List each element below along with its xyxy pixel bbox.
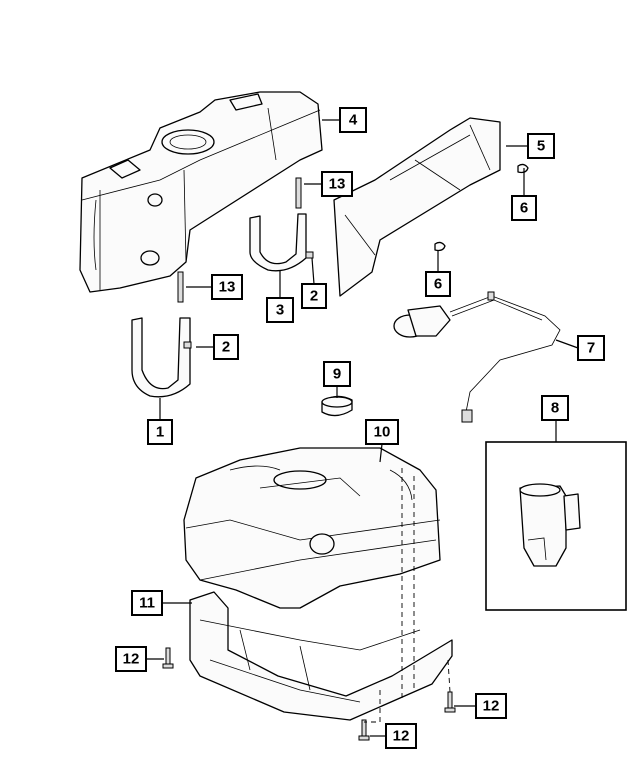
svg-text:5: 5 [537, 138, 545, 155]
callout-2-b: 2 [213, 334, 239, 360]
stud-13-b [177, 271, 184, 303]
upper-fuel-tank [79, 91, 323, 293]
svg-text:2: 2 [310, 288, 318, 305]
clip-6-a [517, 163, 529, 174]
inset-box [485, 441, 627, 611]
callout-5: 5 [527, 133, 555, 159]
fuel-line-assembly [393, 291, 561, 423]
svg-text:6: 6 [434, 276, 442, 293]
svg-text:9: 9 [333, 366, 341, 383]
callout-2-a: 2 [301, 283, 327, 309]
callout-3: 3 [266, 297, 294, 323]
svg-text:4: 4 [349, 112, 358, 129]
callout-4: 4 [339, 107, 367, 133]
fuel-tank-strap-large [131, 317, 191, 398]
bolt-12-c [358, 719, 370, 741]
svg-text:13: 13 [219, 279, 236, 296]
svg-text:10: 10 [374, 424, 391, 441]
callout-6-b: 6 [425, 271, 451, 297]
heat-shield [333, 117, 501, 297]
svg-text:8: 8 [551, 400, 559, 417]
alignment-lines [364, 468, 451, 723]
nut-2-b [183, 341, 192, 349]
callout-13-a: 13 [321, 171, 353, 197]
svg-text:12: 12 [393, 728, 410, 745]
callout-13-b: 13 [211, 274, 243, 300]
leader-lines [146, 119, 579, 737]
stud-13-a [295, 177, 302, 209]
callout-11: 11 [131, 590, 163, 616]
skid-plate [189, 591, 453, 721]
clip-6-b [434, 241, 446, 252]
callout-12-a: 12 [115, 646, 147, 672]
callout-8: 8 [541, 395, 569, 421]
callout-10: 10 [365, 419, 399, 445]
svg-text:12: 12 [123, 651, 140, 668]
svg-text:11: 11 [139, 595, 155, 612]
fuel-tank-strap-small [249, 213, 307, 272]
svg-text:13: 13 [329, 176, 346, 193]
bolt-12-b [444, 691, 456, 713]
svg-text:3: 3 [276, 302, 284, 319]
svg-text:1: 1 [156, 424, 164, 441]
svg-text:7: 7 [587, 340, 595, 357]
callout-7: 7 [577, 335, 605, 361]
main-fuel-tank [183, 447, 441, 609]
callout-1: 1 [147, 419, 173, 445]
svg-text:2: 2 [222, 339, 230, 356]
callout-12-b: 12 [475, 693, 507, 719]
fuel-filler-cap [321, 395, 353, 417]
callout-12-c: 12 [385, 723, 417, 749]
svg-text:12: 12 [483, 698, 500, 715]
callout-6-a: 6 [511, 195, 537, 221]
callout-9: 9 [323, 361, 351, 387]
svg-text:6: 6 [520, 200, 528, 217]
bolt-12-a [162, 647, 174, 669]
nut-2-a [305, 251, 314, 259]
